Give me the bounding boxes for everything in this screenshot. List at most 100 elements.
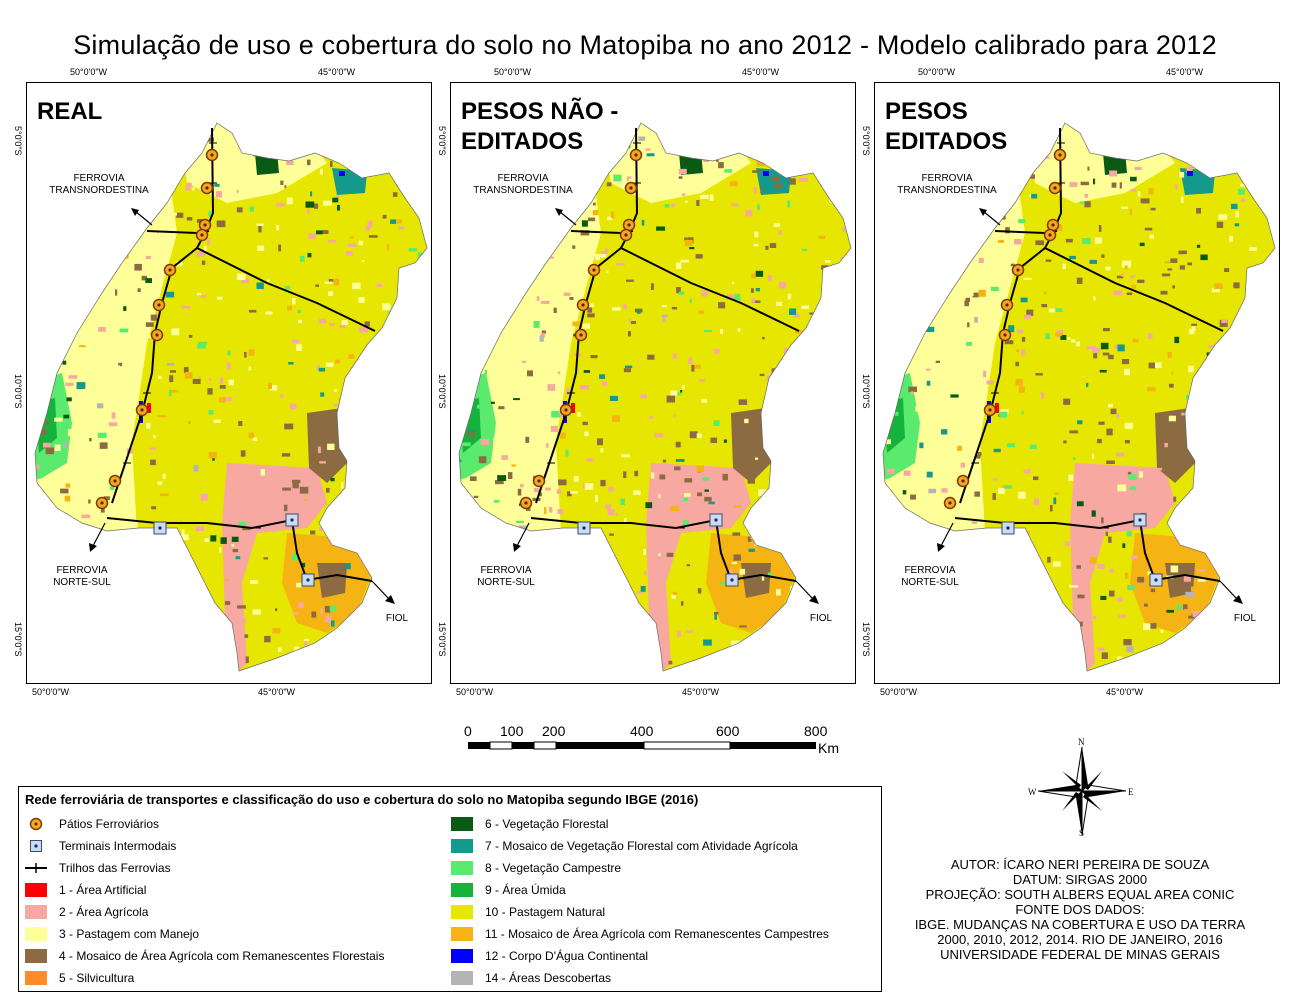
land-cover-patch — [1274, 543, 1275, 550]
land-cover-patch — [569, 650, 575, 658]
land-cover-patch — [1100, 342, 1109, 350]
land-cover-patch — [1189, 328, 1195, 335]
land-cover-patch — [346, 251, 353, 256]
land-cover-patch — [544, 600, 548, 607]
class-mosaico-florestal — [741, 563, 771, 598]
land-cover-patch — [146, 641, 155, 647]
land-cover-patch — [584, 431, 589, 437]
land-cover-patch — [111, 577, 117, 583]
land-cover-patch — [1186, 660, 1189, 666]
scale-unit: Km — [818, 740, 839, 756]
land-cover-patch — [275, 146, 284, 153]
land-cover-patch — [50, 174, 53, 178]
land-cover-patch — [1267, 546, 1273, 549]
land-cover-patch — [43, 442, 51, 448]
land-cover-patch — [255, 123, 262, 124]
land-cover-patch — [726, 294, 735, 300]
patio-ferroviario-icon — [163, 263, 177, 277]
land-cover-patch — [845, 192, 851, 196]
land-cover-patch — [1126, 530, 1132, 537]
land-cover-patch — [1256, 482, 1264, 489]
land-cover-patch — [173, 212, 177, 216]
land-cover-patch — [1197, 569, 1205, 572]
land-cover-patch — [569, 569, 574, 576]
patio-ferroviario-icon — [532, 474, 546, 488]
land-cover-patch — [316, 132, 325, 138]
land-cover-patch — [185, 133, 193, 138]
land-cover-patch — [717, 125, 725, 129]
land-cover-patch — [759, 373, 765, 377]
land-cover-patch — [619, 147, 623, 152]
land-cover-patch — [656, 226, 666, 231]
land-cover-patch — [934, 314, 940, 319]
land-cover-patch — [169, 640, 178, 643]
land-cover-patch — [295, 663, 303, 670]
land-cover-patch — [1277, 472, 1279, 479]
land-cover-patch — [1246, 350, 1253, 356]
land-cover-patch — [57, 606, 63, 613]
scale-tick: 600 — [716, 723, 740, 739]
land-cover-patch — [786, 534, 790, 540]
land-cover-patch — [737, 328, 741, 332]
land-cover-patch — [1042, 608, 1050, 613]
land-cover-patch — [793, 313, 800, 318]
arrow-line — [134, 210, 153, 226]
land-cover-patch — [734, 485, 740, 489]
land-cover-patch — [1155, 362, 1162, 369]
land-cover-patch — [1116, 506, 1121, 511]
land-cover-patch — [268, 382, 272, 389]
land-cover-patch — [333, 404, 343, 407]
land-cover-patch — [950, 394, 959, 398]
terminal-intermodal-icon — [301, 573, 315, 587]
land-cover-patch — [77, 541, 83, 544]
land-cover-patch — [798, 114, 804, 118]
land-cover-patch — [265, 311, 273, 315]
land-cover-patch — [463, 213, 472, 221]
land-cover-patch — [1063, 398, 1071, 405]
land-cover-patch — [944, 239, 954, 244]
land-cover-patch — [595, 494, 598, 502]
land-cover-patch — [73, 655, 80, 658]
land-cover-patch — [972, 216, 975, 220]
land-cover-patch — [928, 488, 937, 494]
land-cover-patch — [793, 472, 797, 478]
land-cover-patch — [684, 478, 693, 483]
land-cover-patch — [783, 618, 790, 625]
land-cover-patch — [1191, 323, 1197, 326]
land-cover-patch — [990, 286, 999, 291]
legend-class-10: 10 - Pastagem Natural — [451, 905, 605, 919]
land-cover-patch — [670, 505, 680, 512]
land-cover-patch — [689, 247, 695, 250]
land-cover-patch — [323, 640, 332, 646]
land-cover-patch — [248, 309, 257, 313]
land-cover-patch — [225, 115, 230, 118]
land-cover-patch — [761, 656, 766, 663]
land-cover-patch — [159, 169, 164, 173]
land-cover-patch — [86, 145, 90, 150]
land-cover-patch — [158, 375, 162, 379]
land-cover-patch — [66, 272, 69, 276]
land-cover-patch — [119, 328, 129, 333]
land-cover-patch — [713, 611, 719, 615]
land-cover-patch — [1111, 182, 1117, 188]
land-cover-patch — [634, 120, 643, 123]
land-cover-patch — [410, 341, 418, 345]
land-cover-patch — [160, 493, 169, 497]
lon-label: 45°0'0"W — [742, 67, 780, 77]
land-cover-patch — [467, 506, 474, 509]
land-cover-patch — [186, 217, 193, 221]
land-cover-patch — [47, 582, 51, 587]
land-cover-patch — [756, 160, 766, 167]
land-cover-patch — [849, 401, 851, 406]
land-cover-patch — [999, 588, 1008, 592]
land-cover-patch — [204, 538, 210, 543]
land-cover-patch — [1084, 193, 1089, 198]
land-cover-patch — [351, 671, 356, 674]
land-cover-patch — [203, 245, 207, 252]
land-cover-patch — [1263, 379, 1267, 382]
land-cover-patch — [647, 354, 655, 360]
land-cover-patch — [931, 233, 940, 240]
land-cover-patch — [965, 297, 971, 302]
land-cover-patch — [1164, 443, 1168, 448]
land-cover-patch — [808, 565, 816, 571]
